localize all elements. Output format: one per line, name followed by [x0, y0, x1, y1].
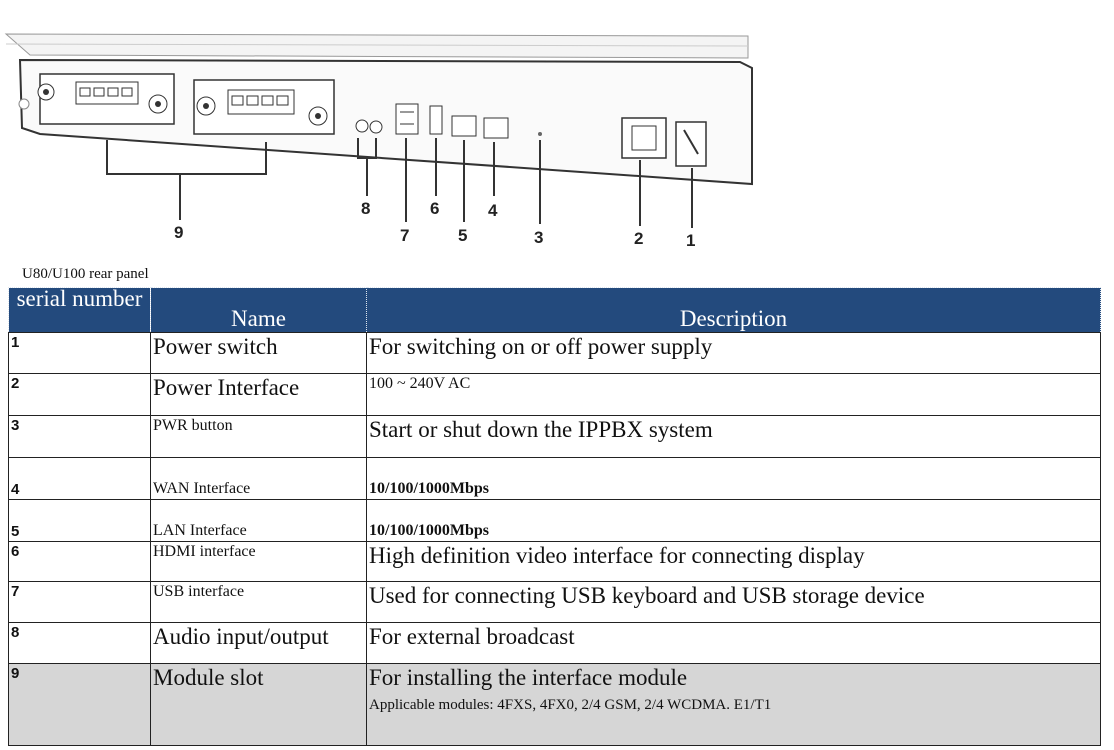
- row-name: HDMI interface: [150, 541, 367, 582]
- callout-2: 2: [634, 229, 643, 248]
- row-description: Start or shut down the IPPBX system: [366, 415, 1101, 458]
- table-row: 1 Power switch For switching on or off p…: [8, 332, 1101, 374]
- row-description: For switching on or off power supply: [366, 332, 1101, 374]
- table-row: 8 Audio input/output For external broadc…: [8, 622, 1101, 664]
- row-description: For external broadcast: [366, 622, 1101, 664]
- callout-9: 9: [174, 223, 183, 242]
- row-name: LAN Interface: [150, 499, 367, 542]
- row-description: 10/100/1000Mbps: [366, 499, 1101, 542]
- row-name: Audio input/output: [150, 622, 367, 664]
- callout-6: 6: [430, 199, 439, 218]
- row-description: Used for connecting USB keyboard and USB…: [366, 581, 1101, 623]
- row-name: PWR button: [150, 415, 367, 458]
- row-name: Power switch: [150, 332, 367, 374]
- row-name: WAN Interface: [150, 457, 367, 500]
- figure-caption: U80/U100 rear panel: [22, 266, 149, 282]
- row-name: Power Interface: [150, 373, 367, 416]
- row-number: 2: [8, 373, 151, 416]
- row-number: 6: [8, 541, 151, 582]
- callout-1: 1: [686, 231, 695, 250]
- table-row: 5 LAN Interface 10/100/1000Mbps: [8, 499, 1101, 542]
- row-number: 9: [8, 663, 151, 746]
- components-table: serial number Name Description 1 Power s…: [8, 287, 1101, 746]
- table-row: 7 USB interface Used for connecting USB …: [8, 581, 1101, 623]
- table-row: 2 Power Interface 100 ~ 240V AC: [8, 373, 1101, 416]
- table-row: 9 Module slot For installing the interfa…: [8, 663, 1101, 746]
- rear-panel-diagram: 9 8 7 6 5 4 3 2 1: [4, 33, 753, 250]
- callout-7: 7: [400, 226, 409, 245]
- row-description: 100 ~ 240V AC: [366, 373, 1101, 416]
- row-description: 10/100/1000Mbps: [366, 457, 1101, 500]
- callout-4: 4: [488, 201, 498, 220]
- row-number: 3: [8, 415, 151, 458]
- row-description-cell: For installing the interface module Appl…: [366, 663, 1101, 746]
- callout-5: 5: [458, 226, 467, 245]
- header-serial-number: serial number: [8, 287, 151, 333]
- callout-3: 3: [534, 228, 543, 247]
- header-name: Name: [150, 287, 367, 333]
- table-row: 4 WAN Interface 10/100/1000Mbps: [8, 457, 1101, 500]
- row-number: 7: [8, 581, 151, 623]
- row-name: USB interface: [150, 581, 367, 623]
- row-number: 5: [8, 499, 151, 542]
- callout-8: 8: [361, 199, 370, 218]
- row-name: Module slot: [150, 663, 367, 746]
- row-description: For installing the interface module: [369, 665, 688, 690]
- row-description: High definition video interface for conn…: [366, 541, 1101, 582]
- header-description: Description: [366, 287, 1101, 333]
- row-number: 8: [8, 622, 151, 664]
- table-row: 3 PWR button Start or shut down the IPPB…: [8, 415, 1101, 458]
- table-row: 6 HDMI interface High definition video i…: [8, 541, 1101, 582]
- row-number: 4: [8, 457, 151, 500]
- row-description-detail: Applicable modules: 4FXS, 4FX0, 2/4 GSM,…: [369, 697, 772, 713]
- table-header-row: serial number Name Description: [8, 287, 1101, 333]
- row-number: 1: [8, 332, 151, 374]
